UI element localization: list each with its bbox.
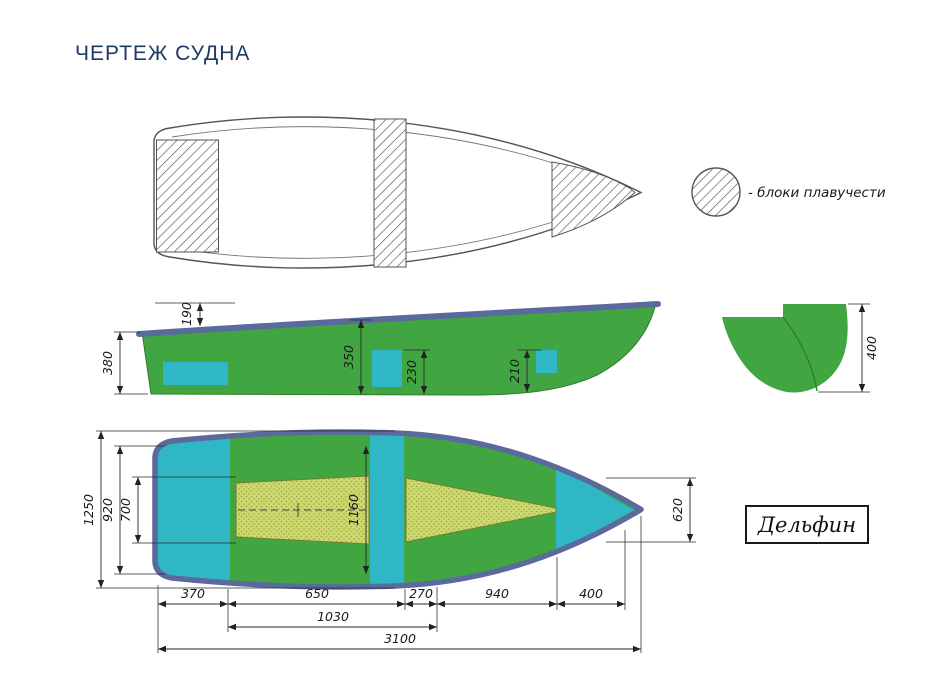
buoyancy-legend-icon (691, 167, 741, 217)
plan-view: 1250 920 700 1160 620 (81, 429, 696, 653)
page-title: ЧЕРТЕЖ СУДНА (75, 42, 251, 65)
dim-label-700: 700 (118, 498, 133, 522)
dim-1250: 1250 (81, 430, 395, 589)
dim-label-1250: 1250 (81, 494, 96, 526)
legend: - блоки плавучести (691, 167, 886, 217)
side-view-seat-bow (536, 350, 557, 373)
plan-interior (155, 432, 634, 587)
buoyancy-block-middle (373, 118, 407, 268)
dim-label-210: 210 (507, 359, 522, 383)
buoyancy-block-stern (156, 139, 219, 253)
dim-210: 210 (507, 349, 542, 392)
dim-chain-bottom: 370 650 270 940 400 1030 3100 (157, 516, 642, 653)
dim-label-1030: 1030 (317, 609, 349, 624)
model-name-box: Дельфин (745, 505, 869, 544)
transom-shape (722, 304, 848, 393)
side-view-gunwale (136, 301, 661, 337)
plan-bow-platform (556, 466, 634, 554)
dim-label-270: 270 (409, 586, 433, 601)
top-view (153, 116, 643, 269)
model-name-label: Дельфин (757, 513, 856, 537)
dim-label-1160: 1160 (346, 494, 361, 526)
dim-label-920: 920 (100, 498, 115, 522)
transom-view: 400 (722, 303, 879, 393)
model-name-frame (745, 505, 869, 544)
side-view-seat-middle (372, 350, 402, 387)
dim-920: 920 (100, 445, 165, 575)
dim-label-650: 650 (305, 586, 329, 601)
dim-label-620: 620 (670, 498, 685, 522)
plan-floor-panel-fore (405, 477, 557, 543)
dim-620: 620 (606, 477, 696, 543)
plan-hull-outline (152, 429, 644, 590)
dim-label-380: 380 (100, 351, 115, 375)
buoyancy-block-bow (551, 161, 636, 238)
dim-190: 190 (155, 302, 235, 326)
side-view: 190 380 350 230 210 (100, 301, 661, 396)
dim-230: 230 (404, 349, 430, 394)
dim-label-350: 350 (341, 345, 356, 369)
plan-thwart (370, 432, 404, 587)
side-view-seat-stern (163, 362, 228, 385)
dim-1160: 1160 (346, 446, 370, 574)
transom-inner-curve (782, 316, 818, 392)
dim-label-400-transom: 400 (864, 336, 879, 360)
dim-400-transom: 400 (818, 303, 879, 393)
dim-700: 700 (118, 476, 236, 544)
legend-label: - блоки плавучести (748, 185, 886, 201)
dim-label-230: 230 (404, 360, 419, 384)
dim-label-3100: 3100 (384, 631, 416, 646)
dim-label-400: 400 (579, 586, 603, 601)
dim-label-190: 190 (179, 302, 194, 326)
dim-label-940: 940 (485, 586, 509, 601)
dim-380: 380 (100, 331, 148, 395)
dim-label-370: 370 (181, 586, 205, 601)
plan-stern-platform (155, 432, 230, 587)
dim-350: 350 (341, 319, 372, 394)
